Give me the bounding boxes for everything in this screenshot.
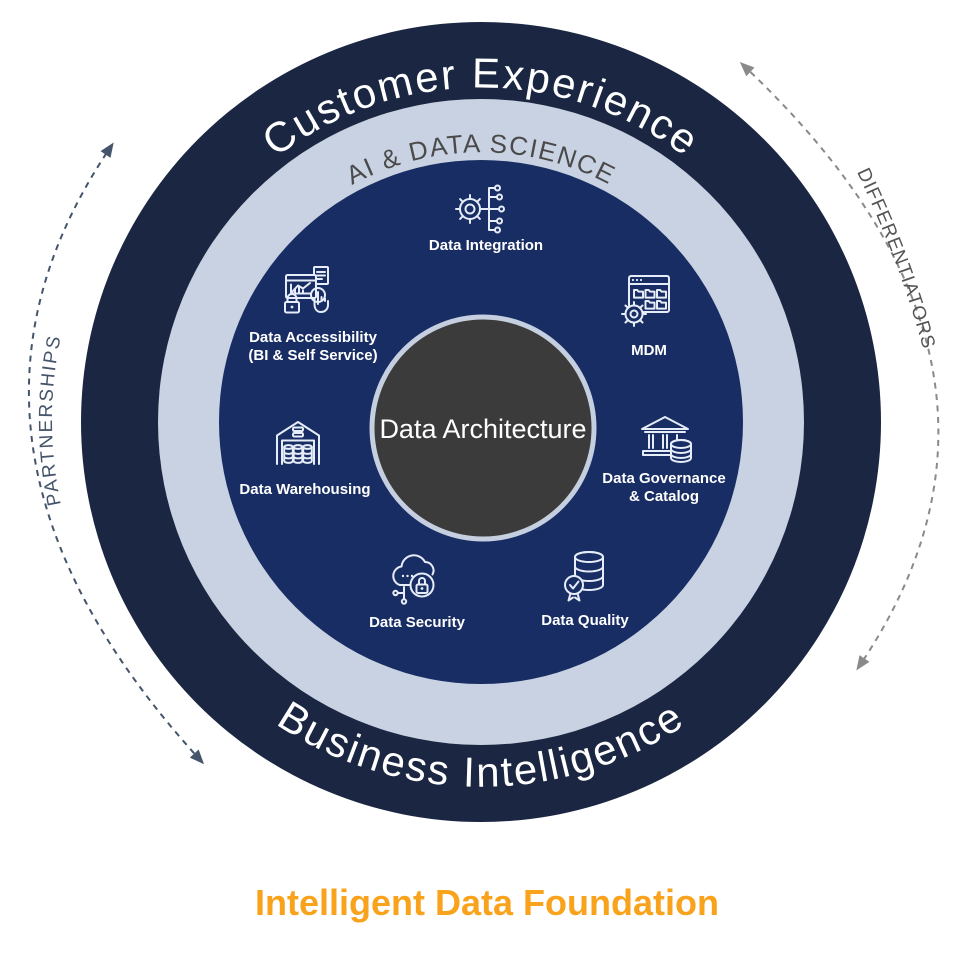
cloud-lock-icon [392, 554, 435, 605]
dashboard-touch-icon [284, 266, 329, 314]
capability-label: Data Security [369, 614, 466, 631]
capability-data-governance: Data Governance & Catalog [602, 416, 726, 505]
bank-database-icon [641, 416, 692, 463]
differentiators-arrow [739, 61, 940, 671]
database-award-icon [564, 551, 604, 602]
capability-label: Data Integration [429, 237, 543, 254]
gear-network-icon [455, 184, 505, 234]
capability-mdm: MDM [621, 275, 670, 359]
capability-label-line2: (BI & Self Service) [248, 347, 377, 364]
capability-data-quality: Data Quality [541, 551, 629, 629]
capability-data-integration: Data Integration [429, 184, 543, 254]
capability-data-security: Data Security [369, 554, 466, 631]
warehouse-database-icon [276, 421, 320, 465]
capability-label: Data Governance [602, 470, 725, 487]
capability-data-warehousing: Data Warehousing [239, 421, 371, 498]
capability-data-accessibility: Data Accessibility (BI & Self Service) [248, 266, 378, 364]
partnerships-label: PARTNERSHIPS [36, 333, 66, 508]
footer-title: Intelligent Data Foundation [255, 882, 719, 923]
window-folders-gear-icon [621, 275, 670, 327]
core-label: Data Architecture [379, 414, 586, 444]
capability-label: MDM [631, 342, 667, 359]
partnerships-arrow [28, 142, 205, 765]
core-circle [369, 314, 597, 542]
capability-label: Data Accessibility [249, 329, 377, 346]
capability-label: Data Warehousing [239, 481, 370, 498]
capability-label: Data Quality [541, 612, 629, 629]
capability-label-line2: & Catalog [629, 488, 699, 505]
